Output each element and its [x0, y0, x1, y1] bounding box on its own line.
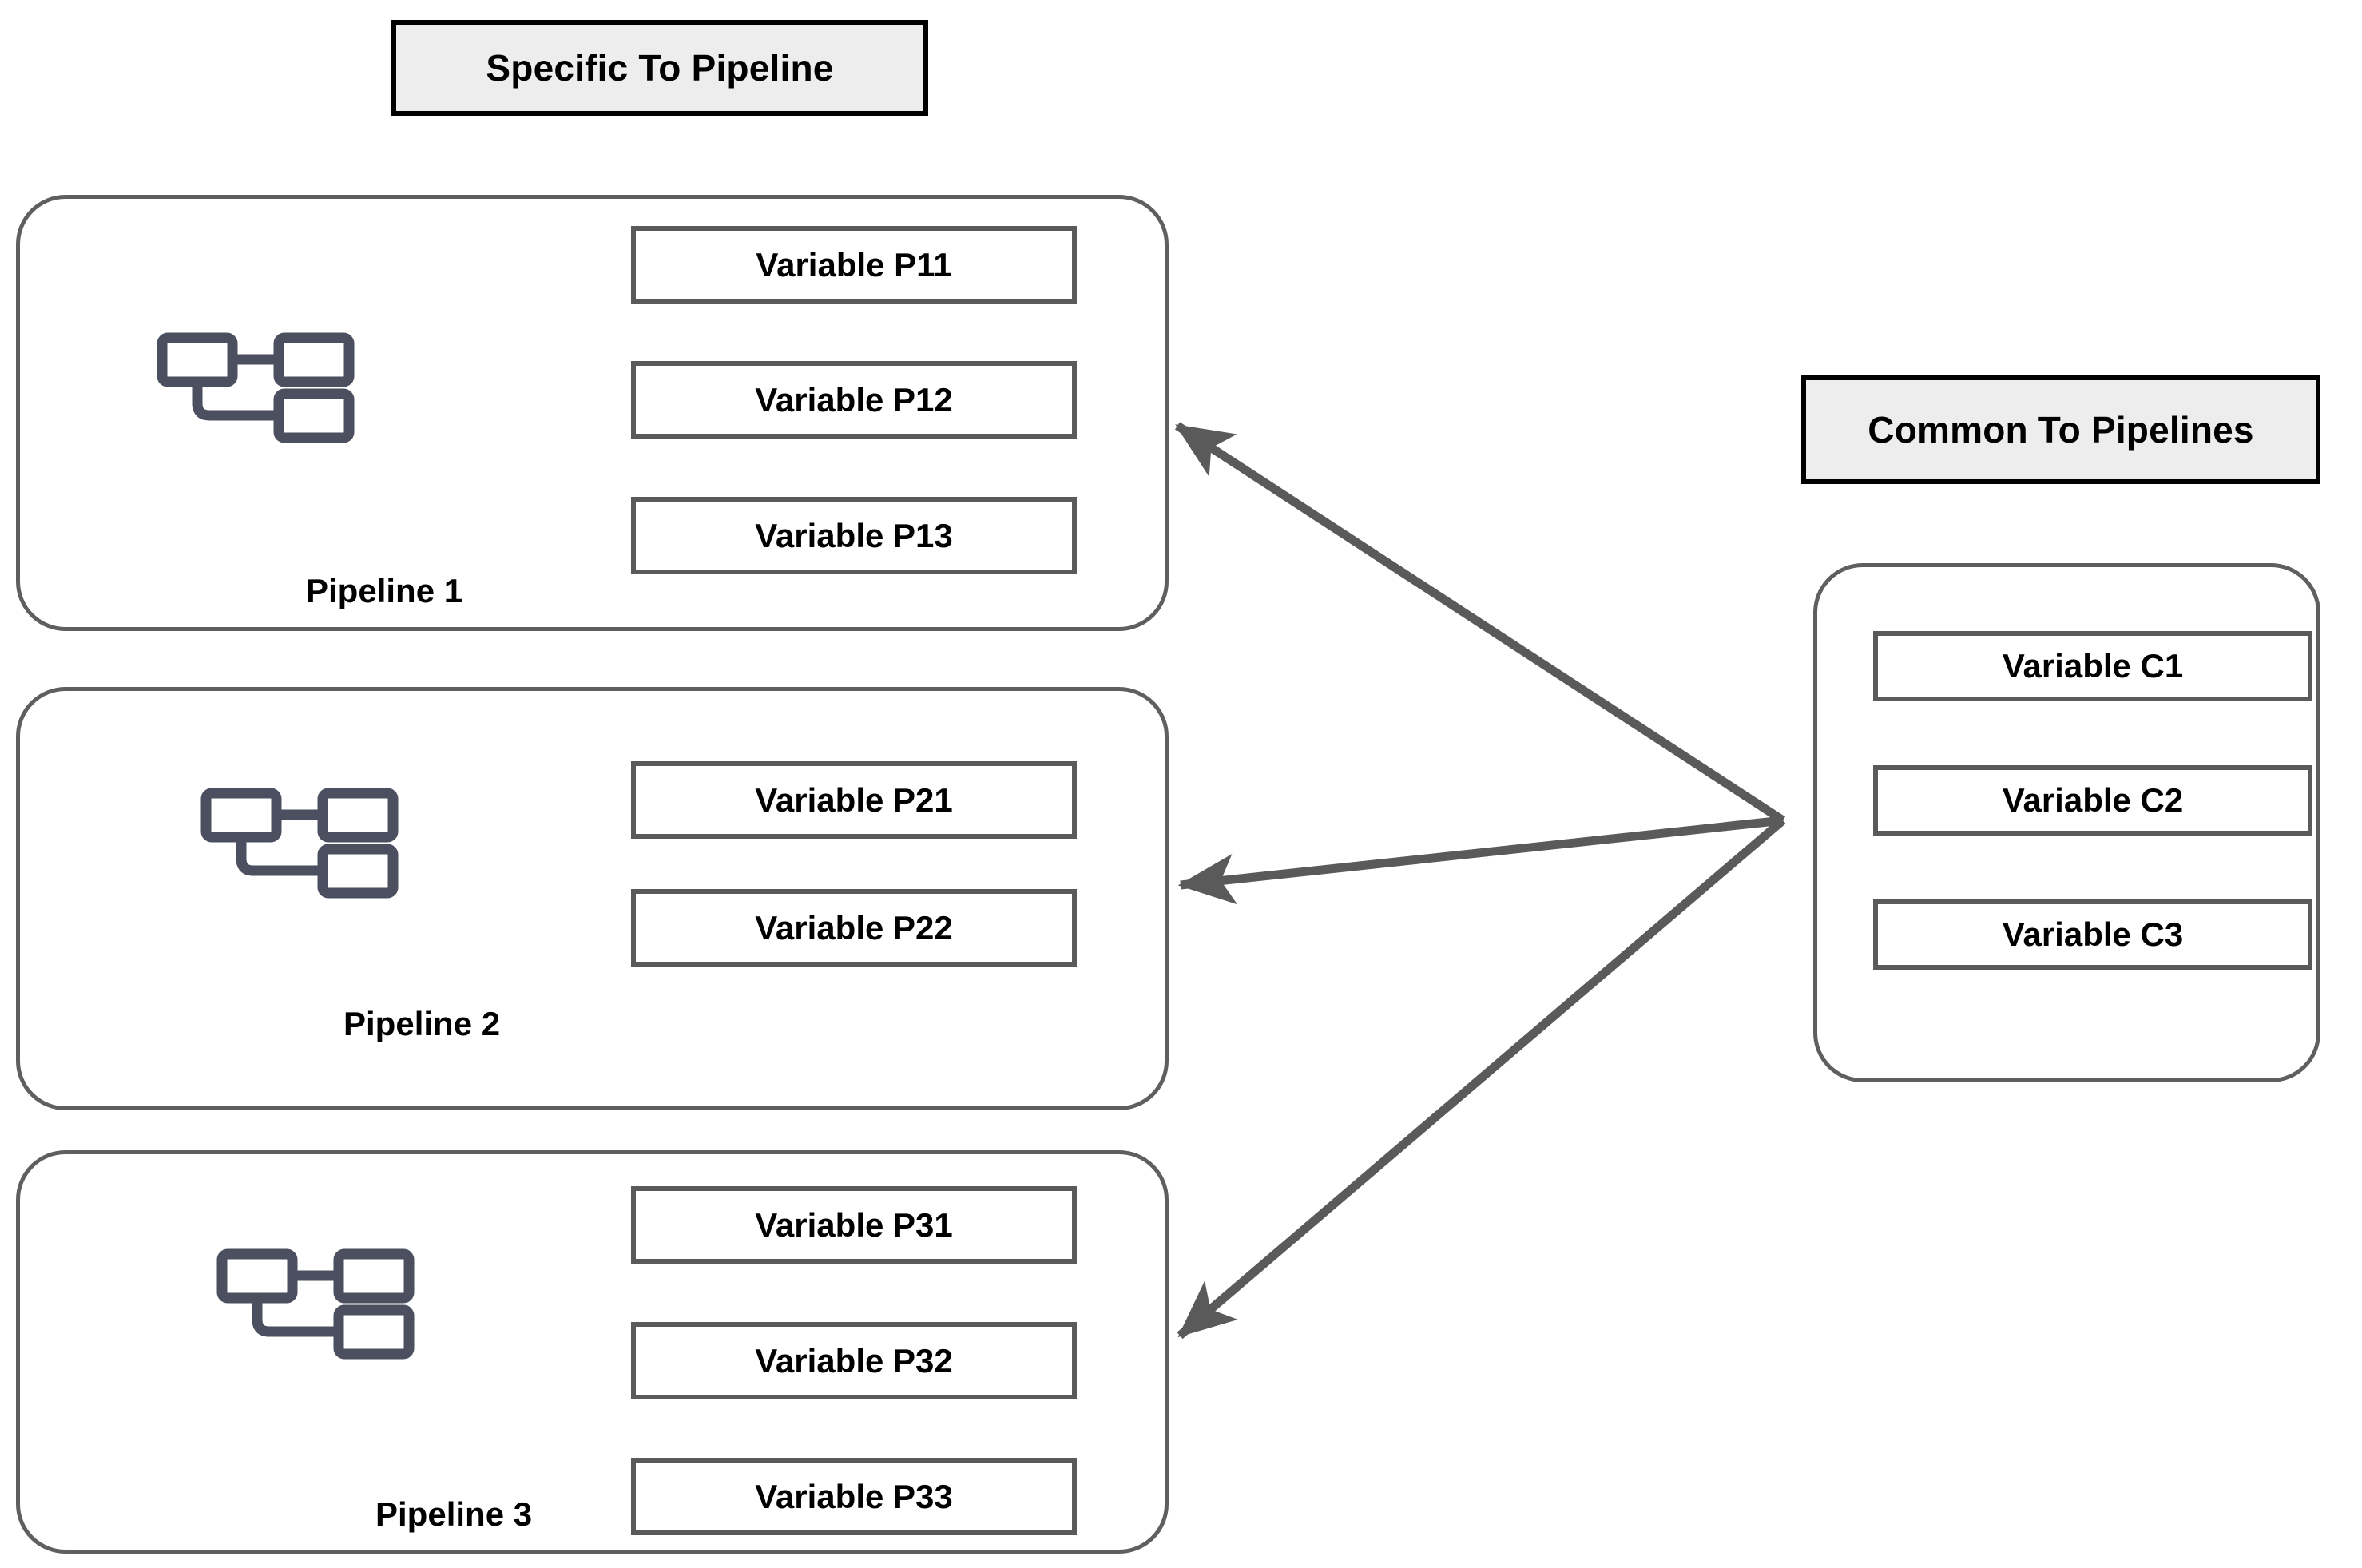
variable-box-p33: Variable P33	[631, 1458, 1077, 1535]
variable-box-p31: Variable P31	[631, 1186, 1077, 1264]
variable-box-c3: Variable C3	[1873, 899, 2312, 970]
variable-box-p22: Variable P22	[631, 889, 1077, 967]
arrow-common-to-pipeline-1	[1174, 422, 1786, 824]
common-to-pipelines-header: Common To Pipelines	[1801, 375, 2320, 484]
pipeline-label-2: Pipeline 2	[343, 1005, 501, 1042]
variable-box-c2: Variable C2	[1873, 765, 2312, 836]
specific-to-pipeline-header: Specific To Pipeline	[391, 20, 928, 116]
variable-box-p13: Variable P13	[631, 497, 1077, 574]
sitemap-icon-pipeline-2	[200, 788, 399, 899]
pipeline-label-1: Pipeline 1	[306, 572, 463, 609]
pipeline-label-3: Pipeline 3	[375, 1495, 533, 1533]
sitemap-icon-pipeline-3	[216, 1248, 415, 1360]
variable-box-p32: Variable P32	[631, 1322, 1077, 1399]
variable-box-p12: Variable P12	[631, 361, 1077, 439]
sitemap-icon-pipeline-1	[157, 332, 355, 443]
variable-box-p21: Variable P21	[631, 761, 1077, 839]
variable-box-p11: Variable P11	[631, 226, 1077, 304]
arrow-common-to-pipeline-2	[1177, 816, 1784, 905]
variable-box-c1: Variable C1	[1873, 631, 2312, 701]
arrow-common-to-pipeline-3	[1177, 816, 1786, 1340]
